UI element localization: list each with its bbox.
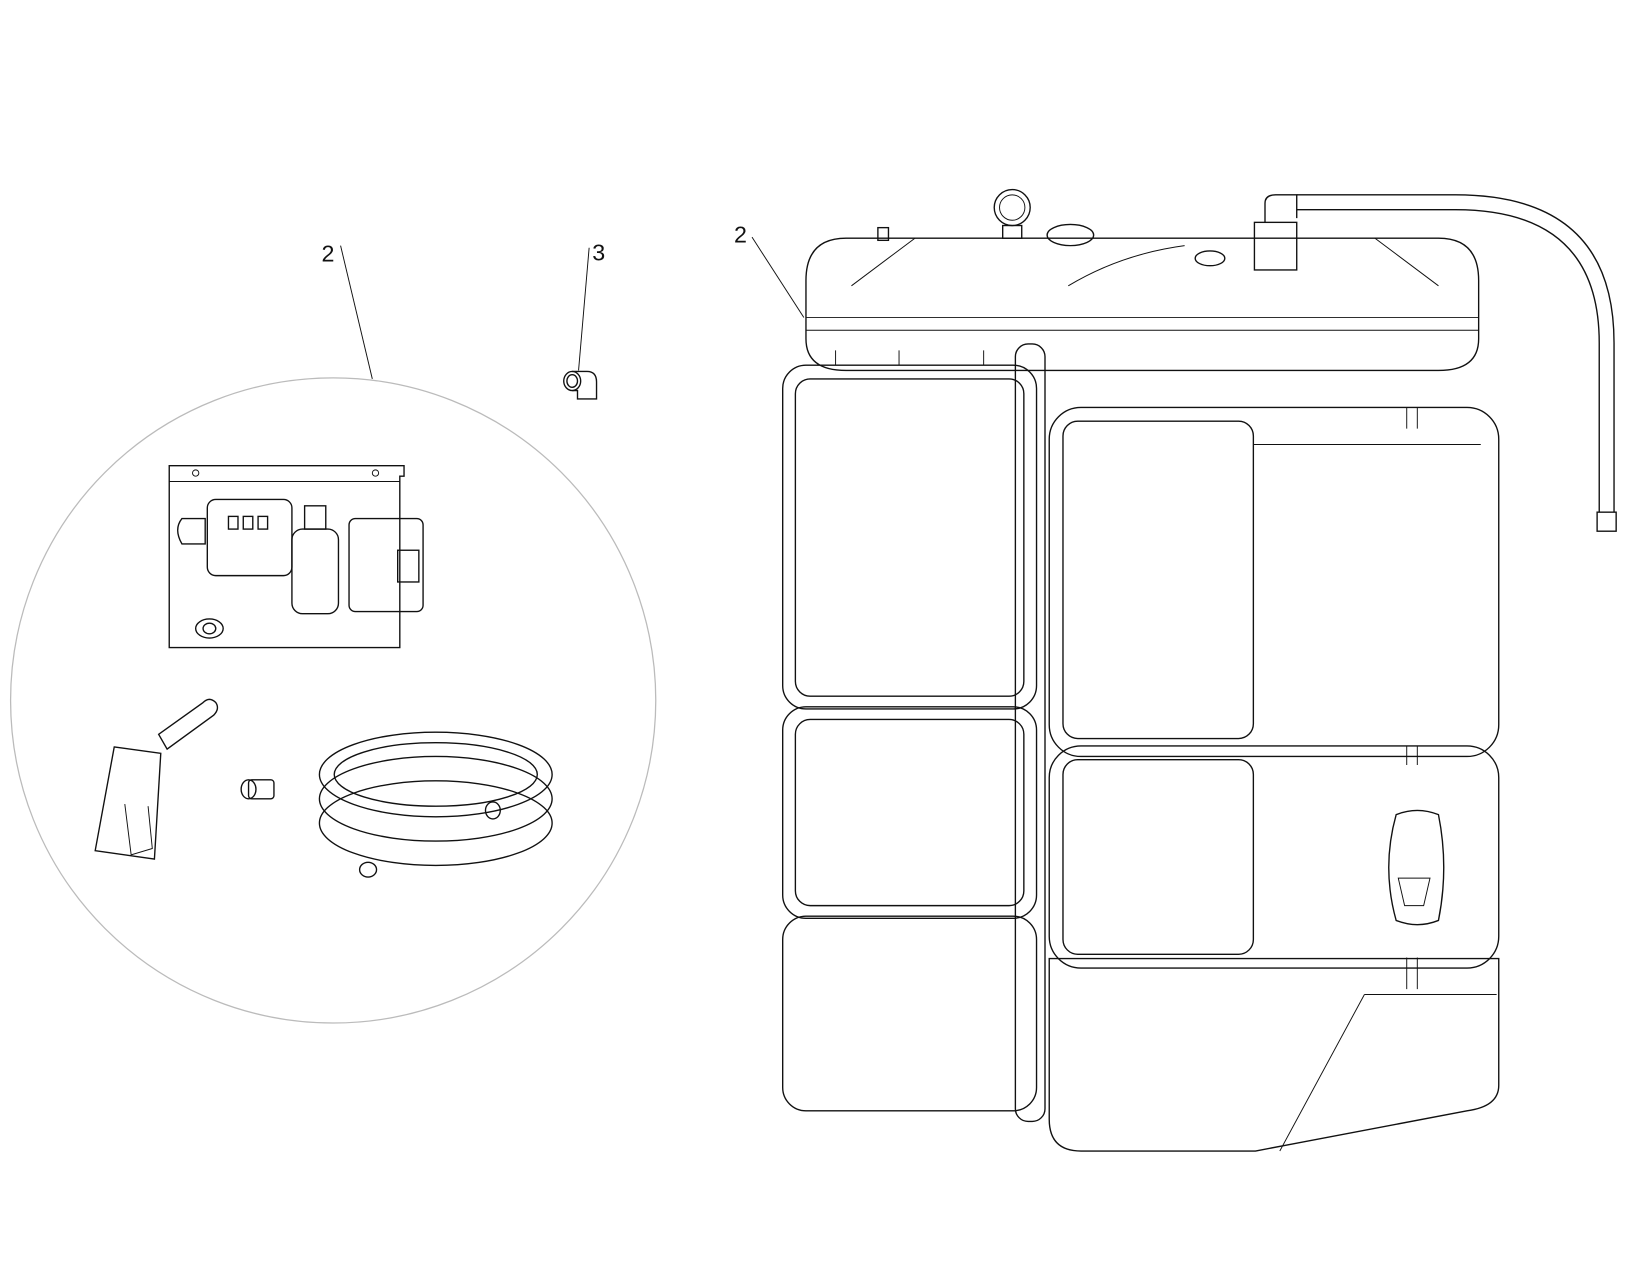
fill-fitting <box>1253 221 1298 271</box>
callout-label-kit: 2 <box>322 240 335 266</box>
storage-tank <box>782 188 1617 1152</box>
leader-line <box>340 245 373 380</box>
leader-line <box>578 247 590 371</box>
detail-circle <box>9 377 657 1024</box>
drain-port <box>1388 809 1445 926</box>
pump-panel <box>168 464 424 649</box>
callout-kit: 2 <box>322 240 373 380</box>
leader-line <box>751 236 805 318</box>
callout-elbow: 3 <box>578 239 605 371</box>
elbow-fitting <box>563 370 598 400</box>
flow-meter <box>206 498 293 577</box>
vent-hose <box>1296 194 1615 513</box>
callout-label-tank: 2 <box>734 221 747 247</box>
filter <box>291 528 340 615</box>
adapter-fitting <box>240 779 275 800</box>
tank-strap <box>1014 343 1046 1123</box>
hose-coil <box>318 731 553 878</box>
callout-tank: 2 <box>734 221 805 318</box>
tank-top-cap <box>805 237 1480 372</box>
callout-label-elbow: 3 <box>592 239 605 265</box>
pump-motor <box>348 517 424 613</box>
fuel-nozzle <box>94 698 219 860</box>
